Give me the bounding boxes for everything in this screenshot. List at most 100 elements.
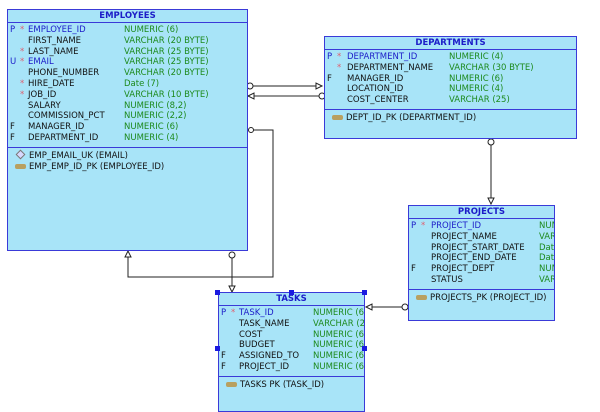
relationship-emp-tasks[interactable]: [228, 251, 236, 294]
column-row[interactable]: COST NUMERIC (6: [219, 330, 364, 341]
key-row[interactable]: EMP_EMP_ID_PK (EMPLOYEE_ID): [8, 162, 247, 173]
resize-handle-nw[interactable]: [215, 290, 220, 295]
column-name: MANAGER_ID: [28, 122, 85, 133]
column-name: PROJECT_START_DATE: [431, 242, 525, 253]
key-row[interactable]: PROJECTS_PK (PROJECT_ID): [409, 293, 554, 304]
key-row[interactable]: EMP_EMAIL_UK (EMAIL): [8, 149, 247, 162]
table-title: TASKS: [219, 293, 364, 306]
column-name: EMAIL: [28, 57, 54, 68]
primary-key-icon: [14, 162, 26, 173]
column-name: PROJECT_ID: [431, 221, 482, 231]
column-name: DEPARTMENT_ID: [28, 132, 99, 143]
column-name: PROJECT_DEPT: [431, 264, 495, 275]
column-type: VAR: [539, 231, 555, 242]
column-type: VARCHAR (25 BYTE): [124, 46, 209, 57]
key-row[interactable]: DEPT_ID_PK (DEPARTMENT_ID): [325, 113, 576, 124]
column-key-flag: F: [221, 351, 226, 362]
table-title: PROJECTS: [409, 206, 554, 219]
column-key-flag: P: [327, 52, 333, 62]
column-row[interactable]: *LAST_NAME VARCHAR (25 BYTE): [8, 47, 247, 58]
column-name: LAST_NAME: [28, 46, 79, 57]
column-name: COST_CENTER: [347, 95, 409, 106]
column-name: TASK_ID: [239, 308, 274, 318]
column-name: ASSIGNED_TO: [239, 351, 300, 362]
column-name: PROJECT_NAME: [431, 231, 497, 242]
column-key-flag: F: [10, 132, 15, 143]
key-label: EMP_EMAIL_UK (EMAIL): [29, 150, 128, 161]
resize-handle-n[interactable]: [289, 290, 294, 295]
column-type: NUMERIC (4): [124, 132, 179, 143]
required-marker: *: [421, 221, 426, 231]
column-type: VARCHAR (10 BYTE): [124, 89, 209, 100]
relationship-dept-projects[interactable]: [487, 138, 495, 206]
column-type: NUMERIC (4): [449, 84, 504, 95]
column-row[interactable]: COMMISSION_PCT NUMERIC (2,2): [8, 111, 247, 122]
column-name: COMMISSION_PCT: [28, 111, 105, 122]
required-marker: *: [20, 25, 25, 35]
required-marker: *: [20, 78, 25, 89]
key-label: PROJECTS_PK (PROJECT_ID): [430, 292, 547, 303]
column-name: EMPLOYEE_ID: [28, 25, 86, 35]
column-type: NUMERIC (6: [313, 329, 365, 340]
column-type: NUMERIC (6: [313, 361, 365, 372]
column-row[interactable]: PROJECT_START_DATE Dat: [409, 243, 554, 254]
relationship-dept-emp[interactable]: [246, 92, 326, 100]
column-key-flag: P: [411, 221, 417, 231]
required-marker: *: [20, 57, 25, 68]
resize-handle-w[interactable]: [215, 346, 220, 351]
key-label: DEPT_ID_PK (DEPARTMENT_ID): [346, 112, 477, 123]
column-row[interactable]: F ASSIGNED_TO NUMERIC (6: [219, 351, 364, 362]
column-name: SALARY: [28, 100, 61, 111]
column-name: TASK_NAME: [239, 318, 290, 329]
column-row[interactable]: P * PROJECT_ID NUM: [409, 221, 554, 232]
column-name: BUDGET: [239, 340, 275, 351]
column-type: VARCHAR (20 BYTE): [124, 68, 209, 79]
key-list: PROJECTS_PK (PROJECT_ID): [409, 290, 554, 307]
column-name: COST: [239, 329, 263, 340]
key-row[interactable]: TASKS PK (TASK_ID): [219, 380, 364, 391]
required-marker: *: [20, 46, 25, 57]
table-projects[interactable]: PROJECTS P*PROJECT_IDNUMPROJECT_NAMEVARP…: [408, 205, 555, 321]
column-type: NUMERIC (6): [449, 73, 504, 84]
column-row[interactable]: F DEPARTMENT_ID NUMERIC (4): [8, 133, 247, 144]
column-row[interactable]: PROJECT_NAME VAR: [409, 232, 554, 243]
resize-handle-e[interactable]: [362, 346, 367, 351]
column-name: PHONE_NUMBER: [28, 68, 100, 79]
relationship-projects-tasks[interactable]: [364, 303, 409, 311]
column-name: DEPARTMENT_NAME: [347, 62, 434, 73]
column-type: NUMERIC (2,2): [124, 111, 187, 122]
required-marker: *: [337, 62, 342, 73]
column-row[interactable]: PHONE_NUMBER VARCHAR (20 BYTE): [8, 68, 247, 79]
column-type: Date (7): [124, 78, 160, 89]
column-type: NUM: [539, 221, 554, 231]
relationship-emp-dept-manager[interactable]: [246, 82, 324, 90]
resize-handle-ne[interactable]: [362, 290, 367, 295]
column-type: NUMERIC (6: [313, 351, 365, 362]
relationship-emp-self[interactable]: [124, 127, 274, 278]
key-label: EMP_EMP_ID_PK (EMPLOYEE_ID): [29, 161, 165, 172]
column-type: Dat: [539, 242, 555, 253]
